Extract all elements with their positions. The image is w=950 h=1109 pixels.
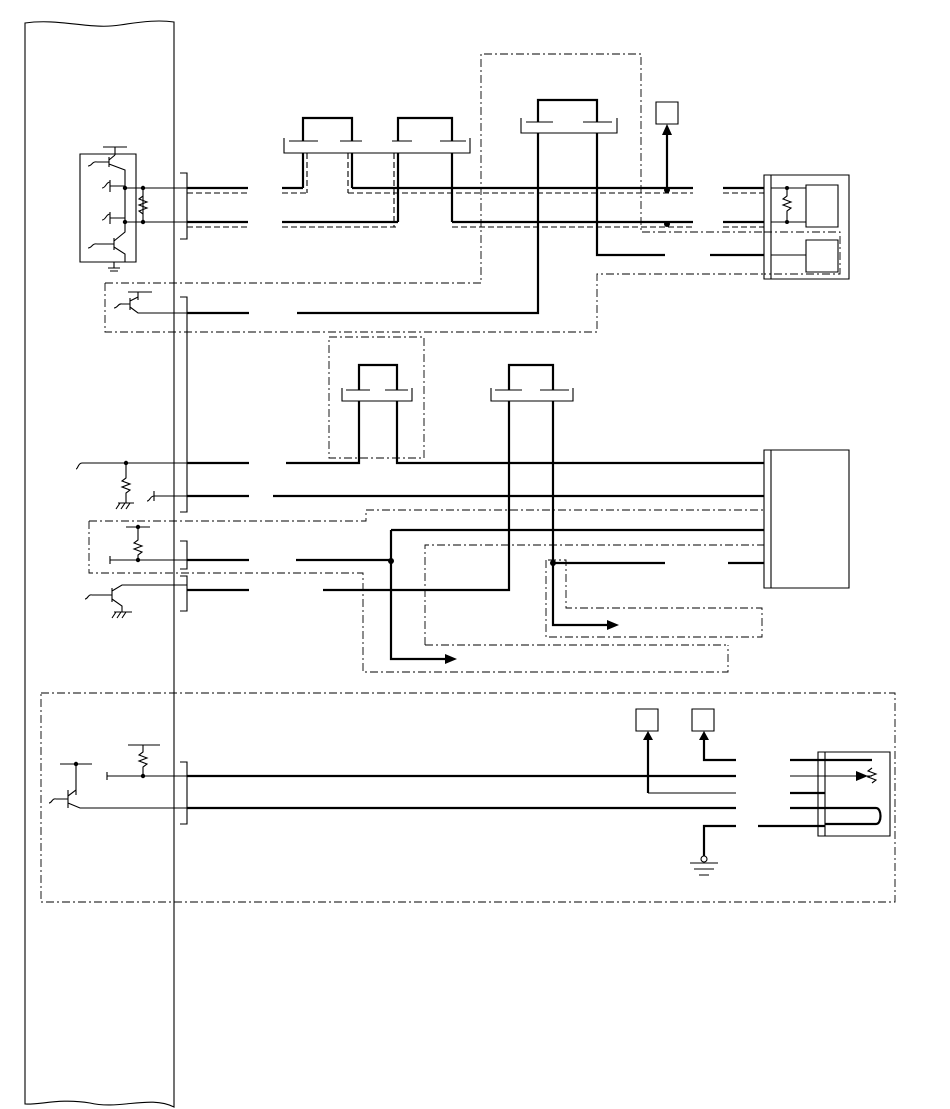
transistor-pair-module: [80, 147, 187, 271]
harness-wires-bottom: [187, 709, 736, 875]
sensor-module-box: [41, 693, 895, 902]
fuse-terminal-top: [656, 102, 678, 227]
dash-box-pullup: [89, 510, 764, 672]
relay-driver-transistor: [105, 54, 840, 332]
actuator-block-top: [764, 175, 849, 279]
control-unit-connectors: [180, 173, 187, 824]
control-module-right: [764, 450, 849, 588]
oxygen-sensor-heater: [758, 752, 890, 836]
harness-wires-middle: [187, 496, 764, 664]
relay-mid-2: [187, 365, 619, 630]
joint-connector-1: [284, 118, 470, 227]
output-transistor-ground: [85, 585, 187, 618]
relay-connector-top: [187, 100, 764, 313]
relay-mid-1: [187, 337, 764, 463]
control-unit-block: [25, 21, 174, 1107]
input-pullup-network: [76, 460, 187, 509]
harness-wires-top: [187, 188, 764, 227]
